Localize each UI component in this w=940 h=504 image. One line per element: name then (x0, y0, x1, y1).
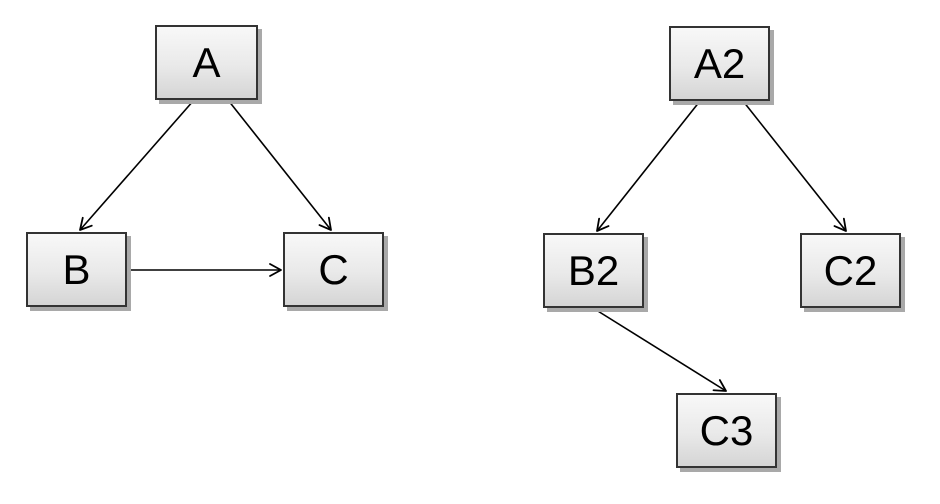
edge-A-B (79, 99, 195, 231)
node-label-B2: B2 (567, 246, 620, 294)
edge-A2-C2 (742, 100, 847, 232)
node-label-A: A (192, 38, 221, 86)
edge-B2-C3 (592, 307, 727, 392)
node-label-C2: C2 (823, 246, 878, 294)
edge-A-C (227, 99, 332, 231)
node-A2: A2 (669, 26, 770, 101)
node-label-C3: C3 (699, 406, 754, 454)
edge-A2-B2 (596, 100, 701, 232)
node-label-A2: A2 (693, 39, 746, 87)
node-B2: B2 (543, 233, 644, 308)
node-B: B (26, 232, 127, 307)
edges-group (79, 99, 847, 392)
node-label-B: B (62, 245, 91, 293)
node-label-C: C (318, 245, 349, 293)
node-C3: C3 (676, 393, 777, 468)
node-A: A (155, 25, 258, 100)
node-C: C (283, 232, 384, 307)
node-C2: C2 (800, 233, 901, 308)
